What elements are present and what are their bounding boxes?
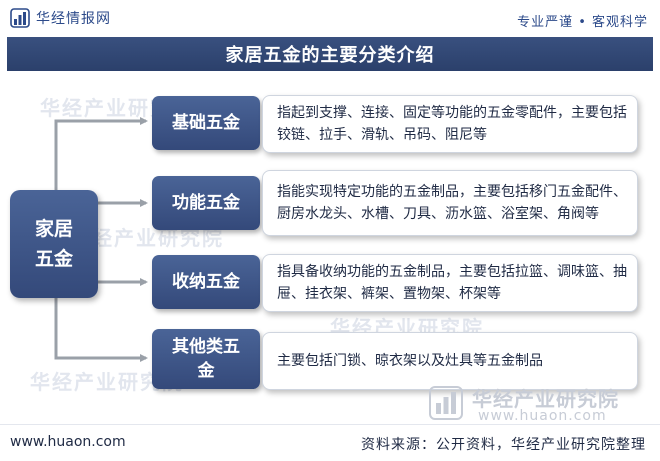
logo: 华经情报网 bbox=[10, 8, 111, 28]
brand-watermark-name: 华经产业研究院 bbox=[472, 387, 619, 411]
category-node-function: 功能五金 bbox=[152, 176, 260, 230]
category-label: 其他类五金 bbox=[172, 337, 240, 381]
category-description: 指具备收纳功能的五金制品，主要包括拉篮、调味篮、抽屉、挂衣架、裤架、置物架、杯架… bbox=[277, 264, 627, 302]
root-label-line1: 家居 bbox=[34, 218, 73, 240]
category-desc-basic: 指起到支撑、连接、固定等功能的五金零配件，主要包括铰链、拉手、滑轨、吊码、阻尼等 bbox=[262, 95, 638, 153]
footer-bar: www.huaon.com 资料来源：公开资料，华经产业研究院整理 bbox=[0, 424, 660, 461]
footer-website: www.huaon.com bbox=[10, 434, 126, 450]
slogan: 专业严谨 • 客观科学 bbox=[517, 15, 648, 30]
diagram-title: 家居五金的主要分类介绍 bbox=[7, 37, 653, 71]
footer-source: 资料来源：公开资料，华经产业研究院整理 bbox=[361, 437, 646, 453]
category-node-basic: 基础五金 bbox=[152, 96, 260, 150]
category-desc-other: 主要包括门锁、晾衣架以及灶具等五金制品 bbox=[262, 332, 638, 390]
category-description: 指能实现特定功能的五金制品，主要包括移门五金配件、厨房水龙头、水槽、刀具、沥水篮… bbox=[277, 184, 627, 222]
huajing-brand-icon bbox=[429, 386, 463, 420]
huajing-logo-icon bbox=[10, 8, 30, 28]
category-desc-function: 指能实现特定功能的五金制品，主要包括移门五金配件、厨房水龙头、水槽、刀具、沥水篮… bbox=[262, 170, 638, 236]
brand-watermark-url: www.huaon.com bbox=[478, 408, 607, 424]
brand-watermark: 华经产业研究院 www.huaon.com bbox=[428, 383, 658, 425]
root-label-line2: 五金 bbox=[34, 248, 73, 270]
logo-text: 华经情报网 bbox=[36, 11, 111, 27]
connector-other bbox=[54, 298, 148, 362]
category-desc-storage: 指具备收纳功能的五金制品，主要包括拉篮、调味篮、抽屉、挂衣架、裤架、置物架、杯架… bbox=[262, 254, 638, 312]
root-node-home-hardware: 家居 五金 bbox=[10, 190, 98, 298]
category-description: 主要包括门锁、晾衣架以及灶具等五金制品 bbox=[277, 353, 543, 369]
category-label: 收纳五金 bbox=[172, 272, 240, 292]
category-node-storage: 收纳五金 bbox=[152, 255, 260, 309]
category-node-other: 其他类五金 bbox=[152, 329, 260, 389]
category-description: 指起到支撑、连接、固定等功能的五金零配件，主要包括铰链、拉手、滑轨、吊码、阻尼等 bbox=[277, 105, 627, 143]
category-label: 基础五金 bbox=[172, 113, 240, 133]
category-label: 功能五金 bbox=[172, 193, 240, 213]
header-bar: 华经情报网 专业严谨 • 客观科学 bbox=[0, 0, 660, 40]
connector-base bbox=[54, 117, 148, 190]
